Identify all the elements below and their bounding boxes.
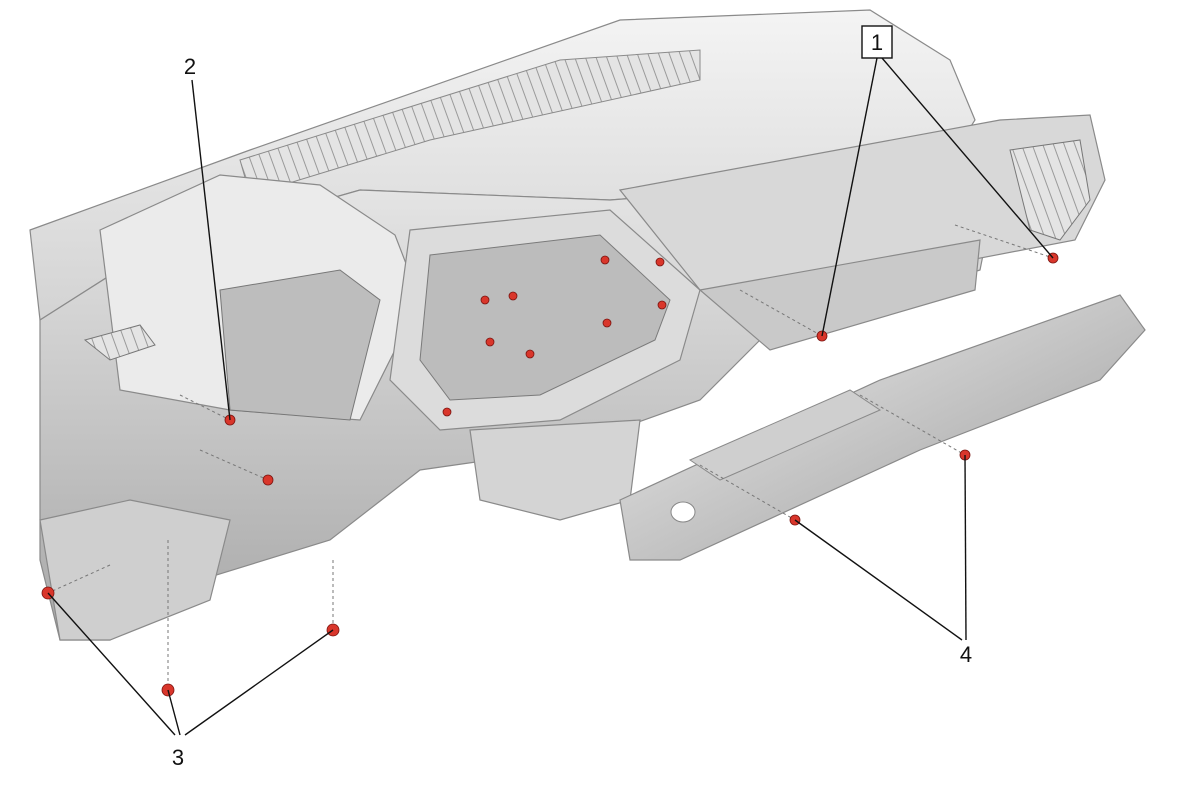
cluster-opening [219, 269, 381, 421]
callout-2: 2 [184, 54, 196, 79]
fastener [600, 255, 610, 265]
glove-box-area [698, 239, 981, 351]
fastener-path-4a [699, 464, 796, 521]
passenger-trim-panel [619, 294, 1146, 561]
trim-panel-clip-tabs [688, 389, 882, 481]
callout-4: 4 [960, 642, 972, 667]
right-air-vent [1009, 139, 1091, 241]
fastener [655, 257, 665, 267]
fastener-path-1b [954, 224, 1054, 259]
fastener-path-4b [859, 394, 966, 456]
leader-lines [47, 57, 1054, 736]
fastener [262, 474, 274, 486]
fastener [602, 318, 612, 328]
fastener [442, 407, 452, 417]
fastener-path-1a [739, 289, 823, 337]
callout-1-box [861, 25, 893, 59]
callout-3: 3 [172, 745, 184, 770]
trim-panel-hole [670, 501, 696, 523]
fastener-path-2b [199, 449, 269, 481]
fastener [485, 337, 495, 347]
fastener [508, 291, 518, 301]
fastener [525, 349, 535, 359]
left-air-vent [83, 324, 156, 361]
fastener [480, 295, 490, 305]
fastener-path-3c [47, 564, 111, 594]
callout-1: 1 [871, 30, 883, 55]
center-support-bracket [469, 419, 641, 521]
left-lower-panel [39, 499, 231, 641]
center-stack-opening [419, 234, 671, 401]
fastener [657, 300, 667, 310]
